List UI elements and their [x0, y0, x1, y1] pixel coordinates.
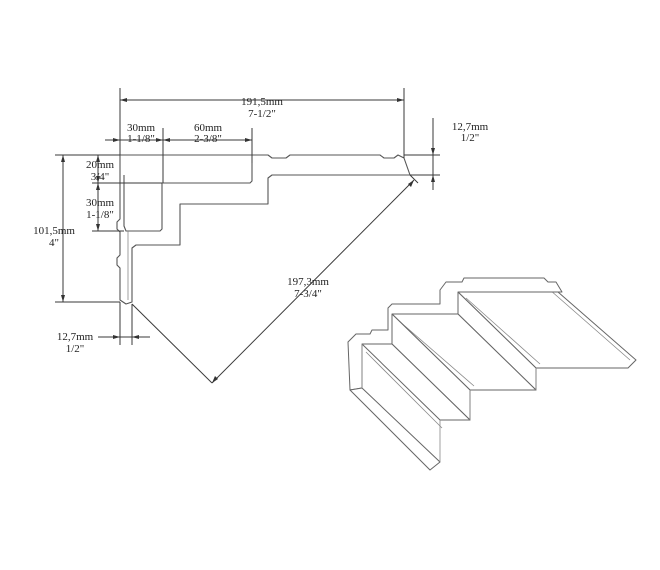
- dimension-labels: 191,5mm 7-1/2" 30mm 1-1/8" 60mm 2-3/8" 1…: [33, 96, 489, 355]
- label-top-thickness-metric: 12,7mm: [452, 121, 489, 133]
- label-step30-imperial: 1-1/8": [86, 209, 114, 221]
- label-top-thickness-imperial: 1/2": [461, 132, 480, 144]
- iso-end-face: [347, 277, 563, 391]
- label-overall-height-imperial: 4": [49, 237, 59, 249]
- profile-outline: [116, 154, 411, 305]
- dim-line-diagonal: [211, 179, 415, 384]
- label-flange-metric: 30mm: [127, 122, 156, 134]
- label-flange-imperial: 1-1/8": [127, 133, 155, 145]
- label-step60-metric: 60mm: [194, 122, 223, 134]
- label-overall-height-metric: 101,5mm: [33, 225, 75, 237]
- label-bottom-thickness-metric: 12,7mm: [57, 331, 94, 343]
- label-overall-width-imperial: 7-1/2": [248, 108, 276, 120]
- label-step30-metric: 30mm: [86, 197, 115, 209]
- label-step20-imperial: 3/4": [91, 171, 110, 183]
- profile-inner: [123, 163, 253, 232]
- label-overall-width-metric: 191,5mm: [241, 96, 283, 108]
- isometric-view: [347, 277, 637, 471]
- label-bottom-thickness-imperial: 1/2": [66, 343, 85, 355]
- label-step20-metric: 20mm: [86, 159, 115, 171]
- label-step60-imperial: 2-3/8": [194, 133, 222, 145]
- dimension-lines: [55, 88, 440, 384]
- profile-section: [116, 154, 411, 305]
- label-diagonal-imperial: 7-3/4": [294, 288, 322, 300]
- label-diagonal-metric: 197,3mm: [287, 276, 329, 288]
